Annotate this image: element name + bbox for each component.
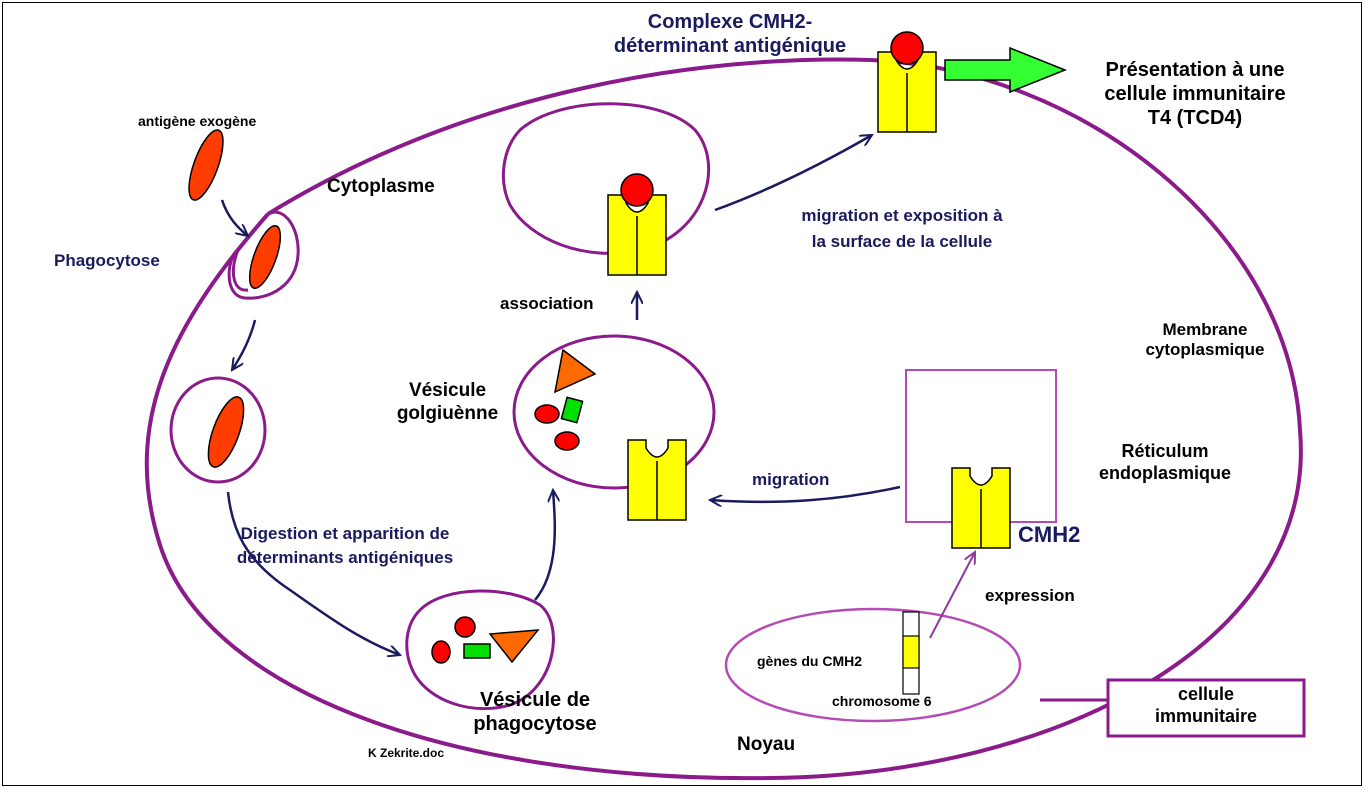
phago-vesicle-line2: phagocytose bbox=[473, 713, 597, 735]
credit-label: K Zekrite.doc bbox=[368, 746, 445, 760]
membrane-line1: Membrane bbox=[1162, 320, 1248, 339]
presentation-line3: T4 (TCD4) bbox=[1147, 107, 1243, 129]
golgi-vesicle-line1: Vésicule bbox=[408, 380, 487, 401]
phago-red-peptide-1 bbox=[454, 616, 476, 638]
golgi-red-peptide-1 bbox=[534, 404, 560, 424]
arrow-migration bbox=[710, 485, 901, 502]
arrow-migration-exposition bbox=[714, 135, 872, 212]
presentation-label: Présentation à une cellule immunitaire T… bbox=[1070, 58, 1320, 130]
phagocytose-label: Phagocytose bbox=[54, 251, 160, 270]
phago-green-peptide bbox=[463, 643, 491, 659]
migration-exposition-line1: migration et exposition à bbox=[801, 206, 1003, 225]
cell-membrane bbox=[144, 57, 1303, 781]
antigen-determinant-surface bbox=[890, 31, 924, 65]
phagocytosis-pocket bbox=[227, 210, 300, 300]
arrow-digestion bbox=[226, 491, 400, 655]
association-vesicle bbox=[501, 102, 711, 255]
phago-vesicle-line1: Vésicule de bbox=[479, 689, 591, 711]
complex-title-line2: déterminant antigénique bbox=[613, 35, 847, 57]
receptor-association bbox=[607, 194, 667, 276]
cytoplasme-label: Cytoplasme bbox=[327, 176, 435, 197]
phago-vesicle-label: Vésicule de phagocytose bbox=[440, 688, 630, 736]
reticulum-label: Réticulum endoplasmique bbox=[1090, 441, 1240, 484]
arrow-ingestion bbox=[220, 199, 248, 236]
chromosome-label: chromosome 6 bbox=[832, 693, 932, 709]
digestion-line1: Digestion et apparition de bbox=[240, 524, 450, 543]
arrow-to-phagosome bbox=[232, 319, 257, 370]
golgi-triangle-peptide bbox=[553, 348, 597, 394]
antigen-determinant-association bbox=[620, 173, 654, 207]
golgi-red-peptide-2 bbox=[554, 431, 580, 451]
reticulum-line1: Réticulum bbox=[1121, 441, 1209, 461]
phago-red-peptide-2 bbox=[431, 640, 451, 664]
phagosome-antigen bbox=[207, 396, 245, 468]
complex-title-line1: Complexe CMH2- bbox=[647, 11, 813, 33]
cmh2-gene-locus bbox=[902, 635, 920, 669]
migration-exposition-line2: la surface de la cellule bbox=[811, 232, 993, 252]
noyau-label: Noyau bbox=[737, 734, 796, 755]
membrane-line2: cytoplasmique bbox=[1145, 340, 1265, 360]
complex-title: Complexe CMH2- déterminant antigénique bbox=[560, 10, 900, 58]
migration-label: migration bbox=[752, 470, 830, 489]
arrow-expression bbox=[929, 552, 975, 639]
phagocytosis-vesicle bbox=[405, 589, 555, 710]
phagosome bbox=[169, 376, 267, 484]
golgi-vesicle-line2: golgiuènne bbox=[396, 402, 499, 424]
receptor-reticulum bbox=[951, 467, 1011, 549]
receptor-migrating bbox=[627, 439, 687, 521]
association-label: association bbox=[500, 294, 594, 313]
reticulum-line2: endoplasmique bbox=[1098, 462, 1232, 483]
digestion-line2: déterminants antigéniques bbox=[236, 548, 454, 568]
golgi-vesicle bbox=[512, 334, 716, 490]
nucleus bbox=[724, 607, 1022, 723]
antigen-exogene-label: antigène exogène bbox=[138, 113, 257, 129]
membrane-label: Membrane cytoplasmique bbox=[1130, 320, 1280, 361]
cell-label-line2: immunitaire bbox=[1154, 705, 1258, 726]
presentation-line2: cellule immunitaire bbox=[1104, 83, 1286, 105]
golgi-vesicle-label: Vésicule golgiuènne bbox=[380, 380, 515, 426]
arrow-to-golgi bbox=[534, 490, 555, 601]
migration-exposition-label: migration et exposition à la surface de … bbox=[752, 206, 1052, 253]
engulfed-antigen bbox=[248, 225, 282, 289]
cmh2-label: CMH2 bbox=[1018, 522, 1081, 547]
phago-triangle-peptide bbox=[488, 629, 540, 664]
expression-label: expression bbox=[985, 586, 1075, 605]
genes-label: gènes du CMH2 bbox=[757, 653, 863, 669]
presentation-line1: Présentation à une bbox=[1105, 59, 1285, 81]
digestion-label: Digestion et apparition de déterminants … bbox=[190, 524, 500, 569]
cell-label-line1: cellule bbox=[1177, 684, 1235, 704]
exogenous-antigen bbox=[188, 129, 224, 201]
cell-label: cellule immunitaire bbox=[1108, 684, 1304, 727]
cell-label-box bbox=[1106, 678, 1306, 738]
presentation-arrow bbox=[944, 46, 1068, 94]
golgi-green-peptide bbox=[560, 396, 584, 424]
